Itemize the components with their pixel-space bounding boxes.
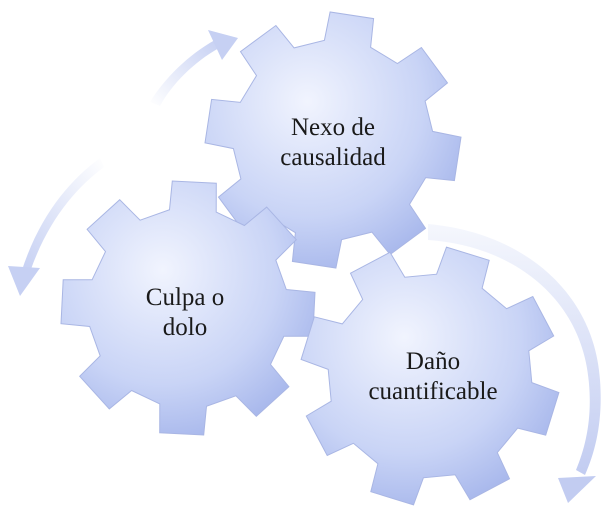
gear-label-nexo: Nexo de causalidad [280,114,386,171]
gear-nexo [204,11,462,269]
gear-dano [300,246,560,506]
right-arrow [428,224,601,503]
gear-culpa [60,180,316,436]
left-arrow [8,158,104,296]
gear-label-culpa: Culpa o dolo [145,284,225,341]
top-arrow [150,30,238,106]
gear-label-dano: Daño cuantificable [368,348,498,405]
